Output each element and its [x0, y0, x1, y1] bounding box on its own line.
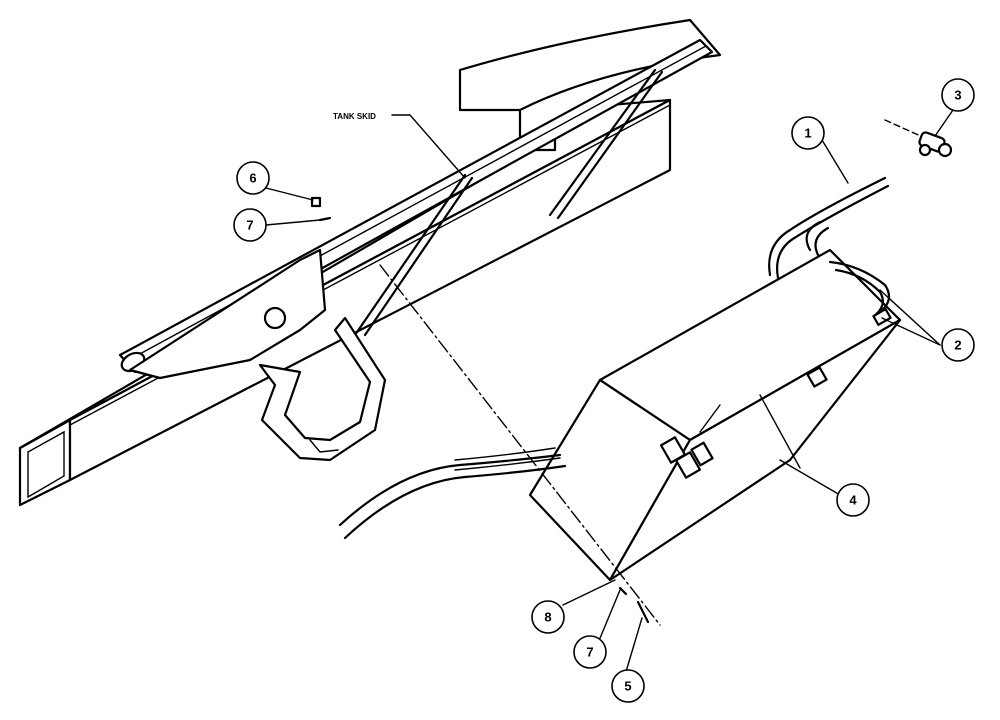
callout-1-number: 1	[804, 126, 811, 141]
callout-3-number: 3	[954, 88, 961, 103]
clip-item-7-upper	[318, 216, 332, 222]
clip-item-7-lower	[618, 586, 628, 596]
callout-7-upper: 7	[233, 208, 267, 242]
callout-7-lower-number: 7	[586, 645, 593, 660]
callout-4: 4	[836, 483, 870, 517]
callout-7-lower: 7	[573, 635, 607, 669]
callout-4-number: 4	[849, 493, 857, 508]
callout-5-number: 5	[624, 679, 631, 694]
callout-2: 2	[941, 328, 975, 362]
tee-fitting-item-3	[884, 119, 953, 158]
tank-skid-label: TANK SKID	[333, 112, 376, 121]
callout-3: 3	[941, 78, 975, 112]
callout-8: 8	[531, 600, 565, 634]
tank-box	[528, 248, 902, 582]
nut-item-6	[310, 196, 322, 208]
callout-2-number: 2	[954, 338, 961, 353]
callout-6-number: 6	[249, 171, 256, 186]
callout-6: 6	[236, 161, 270, 195]
hanger-bracket	[258, 316, 387, 462]
callout-5: 5	[611, 669, 645, 703]
callout-1: 1	[791, 116, 825, 150]
mounting-plate	[128, 248, 327, 380]
pin-item-5	[636, 600, 650, 624]
hose-bundle-left	[338, 447, 567, 540]
callout-8-number: 8	[544, 610, 551, 625]
callout-7-upper-number: 7	[246, 218, 253, 233]
hose-loops-item-2	[828, 260, 892, 326]
leader-lines	[265, 109, 954, 676]
hose-item-1	[768, 176, 890, 280]
main-beam	[18, 98, 672, 507]
center-line	[379, 264, 661, 626]
